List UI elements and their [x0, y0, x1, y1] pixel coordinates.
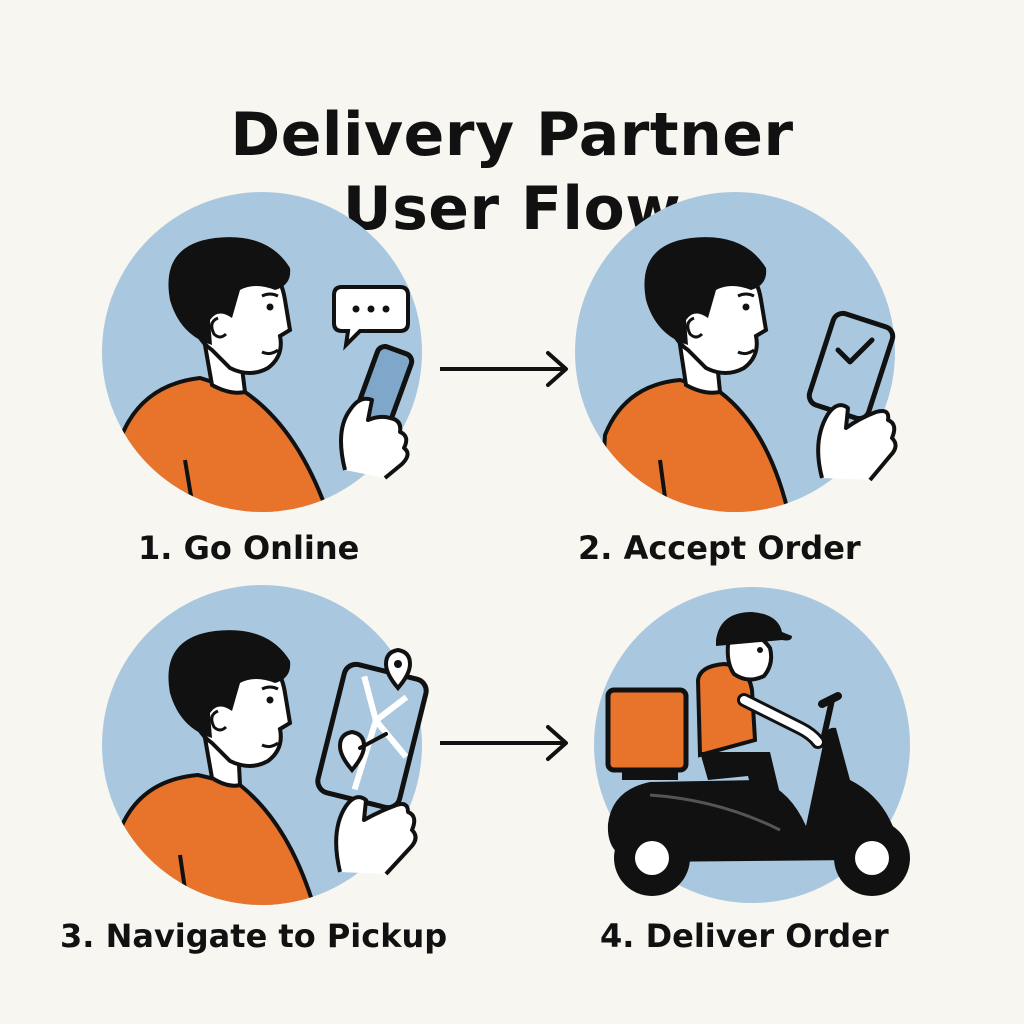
title-line-1: Delivery Partner [230, 100, 794, 171]
step-2-hand [816, 403, 898, 482]
map-pin-icon [337, 647, 413, 774]
scooter-body [607, 727, 900, 862]
scooter-icon [605, 612, 910, 896]
step-2-label: 2. Accept Order [578, 529, 861, 567]
step-1-hand [339, 396, 410, 480]
step-1-label: 1. Go Online [138, 529, 360, 567]
step-2-illustration [575, 192, 898, 512]
step-3-person-head [168, 630, 293, 768]
step-2-person-head [644, 237, 769, 375]
step-1-illustration [102, 192, 422, 512]
step-4-illustration [594, 587, 910, 903]
step-4-label: 4. Deliver Order [600, 917, 889, 955]
step-1-person-head [168, 237, 293, 375]
arrow-step-3-to-4 [440, 725, 568, 761]
step-3-hand [334, 795, 418, 876]
title-line-2: User Flow [342, 174, 682, 245]
page-title: Delivery Partner User Flow [0, 98, 1024, 246]
step-3-illustration [102, 585, 429, 905]
arrow-step-1-to-2 [440, 351, 568, 387]
scooter-rear-wheel [614, 820, 690, 896]
checkmark-icon [835, 337, 875, 365]
chat-bubble-icon [332, 285, 410, 351]
step-3-label: 3. Navigate to Pickup [60, 917, 448, 955]
scooter-front-wheel [834, 820, 910, 896]
delivery-box [605, 687, 689, 773]
